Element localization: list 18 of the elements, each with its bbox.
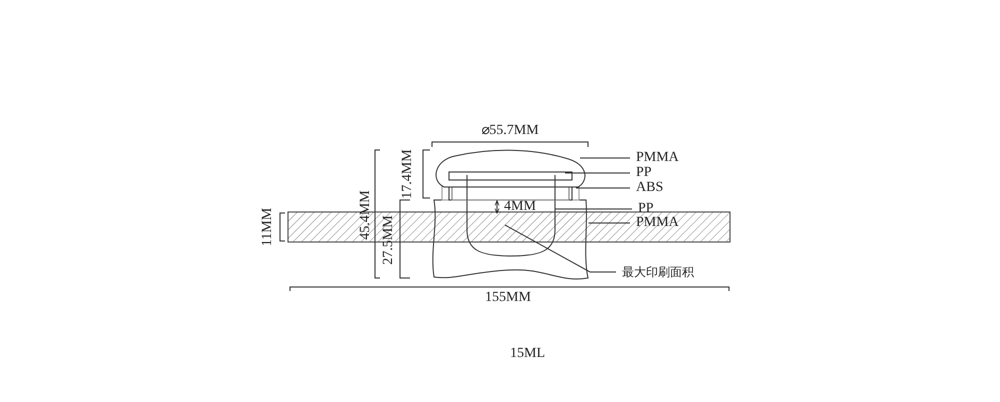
dimension-label: 45.4MM — [359, 190, 373, 240]
dimension-label: 17.4MM — [401, 149, 415, 199]
callout-label: PMMA — [636, 216, 679, 230]
dimension-label: 27.5MM — [382, 215, 396, 265]
callout-label: 最大印刷面积 — [622, 265, 694, 279]
callout-label: PP — [636, 166, 652, 180]
leader-line — [554, 208, 632, 210]
callout-label: ABS — [636, 181, 664, 195]
caption: 15ML — [510, 347, 545, 361]
leader-line — [564, 172, 630, 174]
dimension-label: 4MM — [504, 200, 536, 214]
jar-drawing — [432, 150, 588, 280]
leader-line — [588, 222, 630, 224]
callout-label: PMMA — [636, 151, 679, 165]
leader-line — [504, 224, 616, 272]
dimension-label: 11MM — [261, 208, 275, 246]
dimension-label: 155MM — [485, 291, 531, 305]
dimension-label: ⌀55.7MM — [481, 124, 539, 138]
